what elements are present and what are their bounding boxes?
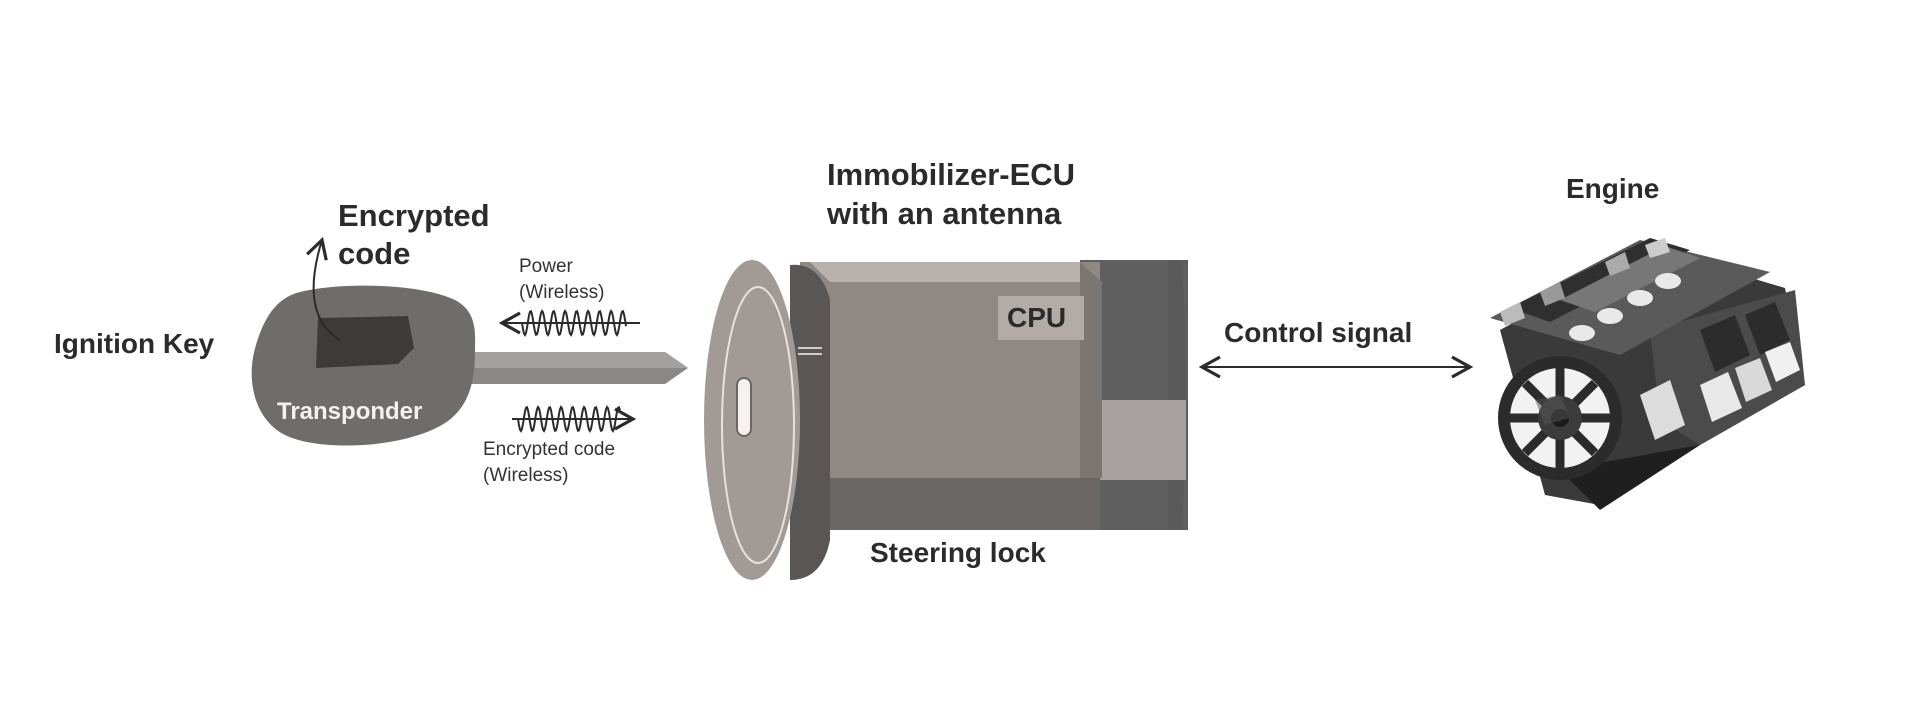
engine-block-icon: [1490, 238, 1805, 510]
ignition-key-icon: [251, 285, 688, 446]
steering-lock-label: Steering lock: [870, 537, 1046, 568]
transponder-label: Transponder: [277, 398, 423, 425]
ecu-label-line1: Immobilizer-ECU: [827, 157, 1076, 192]
encrypted-code-label-line1: Encrypted: [338, 198, 490, 233]
encrypted-code-label-line2: code: [338, 236, 411, 271]
control-signal-label: Control signal: [1224, 317, 1413, 348]
transponder-chip: [316, 316, 414, 368]
wireless-wave-right-icon: [512, 405, 637, 433]
steering-lock-cylinder-icon: [704, 260, 1188, 580]
encrypted-wireless-label-line2: (Wireless): [483, 465, 569, 486]
engine-label: Engine: [1566, 173, 1660, 204]
encrypted-wireless-label-line1: Encrypted code: [483, 439, 616, 460]
wireless-wave-left-icon: [498, 309, 640, 337]
cpu-label: CPU: [1007, 302, 1067, 333]
power-label-line2: (Wireless): [519, 282, 605, 303]
power-label-line1: Power: [519, 256, 573, 277]
encrypted-code-arrow-icon: [306, 236, 341, 341]
cpu-box: [998, 296, 1084, 340]
ignition-key-label: Ignition Key: [54, 328, 215, 359]
ecu-label-line2: with an antenna: [827, 196, 1062, 231]
